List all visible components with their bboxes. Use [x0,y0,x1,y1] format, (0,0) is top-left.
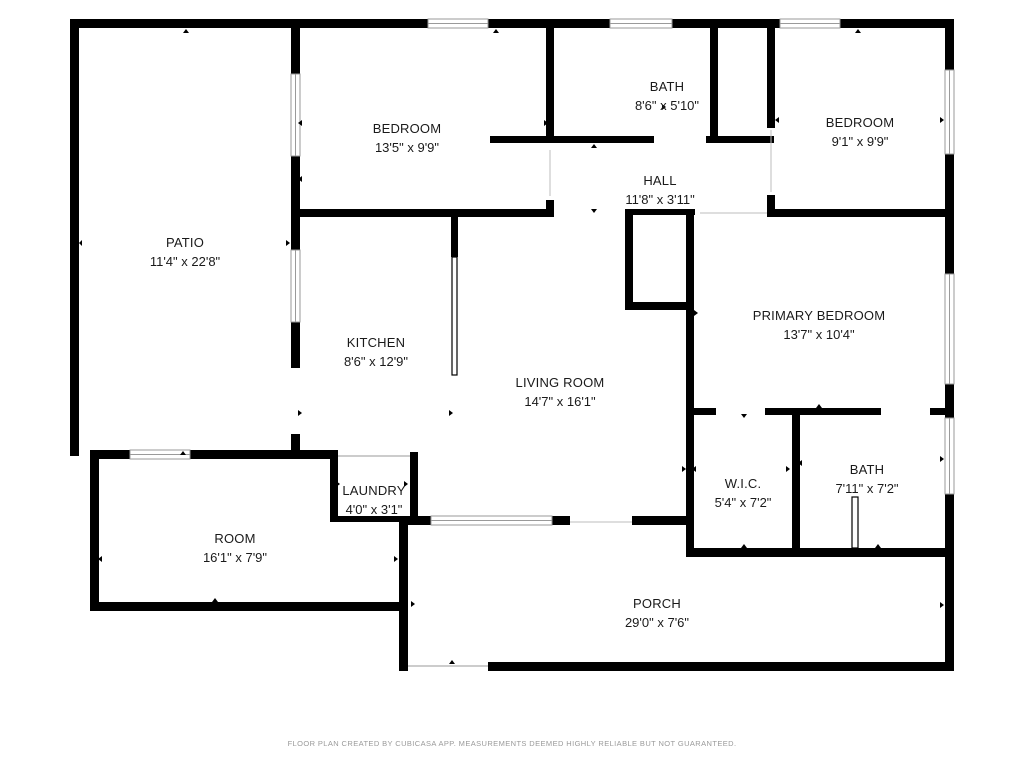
room-wic: W.I.C. 5'4" x 7'2" [715,476,772,510]
wall-room-bottom [90,602,408,611]
room-living-room: LIVING ROOM 14'7" x 16'1" [516,375,605,409]
room-porch-name: PORCH [633,596,681,611]
room-bath-2-dim: 7'11" x 7'2" [835,481,898,496]
room-wic-dim: 5'4" x 7'2" [715,495,772,510]
wall-room-top-a [90,450,130,459]
room-living-room-name: LIVING ROOM [516,375,605,390]
wall-left [70,19,79,456]
wall-laundry-top-left [330,452,338,522]
room-bedroom-2-name: BEDROOM [826,115,895,130]
wall-bath1-bottom-left [490,136,654,143]
windows [129,18,955,667]
room-bedroom-2-dim: 9'1" x 9'9" [832,134,889,149]
wall-bedroom2-left [767,28,775,128]
wall-bedroom1-right [546,28,554,142]
wall-porch-bottom [488,662,954,671]
wall-laundry-right [410,452,418,522]
room-hall: HALL 11'8" x 3'11" [625,173,695,207]
wall-bath1-right [710,28,718,143]
room-hall-name: HALL [643,173,676,188]
ticks [79,29,944,664]
room-wic-name: W.I.C. [725,476,762,491]
wall-primary-bottom-b [765,408,881,415]
room-primary-bedroom: PRIMARY BEDROOM 13'7" x 10'4" [753,308,886,342]
wall-primary-bottom-a [686,408,716,415]
room-kitchen-name: KITCHEN [347,335,405,350]
wall-bedroom2-bottom [767,209,954,217]
room-room-dim: 16'1" x 7'9" [203,550,267,565]
room-hall-dim: 11'8" x 3'11" [625,192,695,207]
wall-primary-bottom-c [930,408,954,415]
wall-laundry-bottom [330,516,418,522]
wall-room-top-b [190,450,338,459]
wall-wic-bath-bottom [686,548,954,557]
wall-bedroom1-bottom [291,209,553,217]
walls [70,19,954,671]
footer-disclaimer: FLOOR PLAN CREATED BY CUBICASA APP. MEAS… [288,739,737,748]
bath2-fixture [851,496,859,549]
room-bath-1: BATH 8'6" x 5'10" [635,79,699,113]
wall-closet-top [625,209,695,215]
room-bedroom-1: BEDROOM 13'5" x 9'9" [373,121,442,155]
room-laundry-dim: 4'0" x 3'1" [346,502,403,517]
wall-kitchen-divider-thin [451,256,458,376]
wall-wic-right [792,408,800,557]
room-primary-bedroom-dim: 13'7" x 10'4" [783,327,855,342]
room-bath-2-name: BATH [850,462,885,477]
room-room: ROOM 16'1" x 7'9" [203,531,267,565]
room-bedroom-1-dim: 13'5" x 9'9" [375,140,439,155]
wall-bedroom2-left-lower [767,195,775,217]
room-patio-name: PATIO [166,235,204,250]
room-room-name: ROOM [214,531,255,546]
room-laundry-name: LAUNDRY [342,483,405,498]
room-kitchen-dim: 8'6" x 12'9" [344,354,408,369]
wall-living-bottom-right [632,516,694,525]
door-markers [549,130,772,523]
room-bedroom-1-name: BEDROOM [373,121,442,136]
wall-bath1-bottom-right [706,136,774,143]
wall-room-left [90,450,99,611]
room-primary-bedroom-name: PRIMARY BEDROOM [753,308,886,323]
wall-kitchen-divider [451,215,458,257]
room-bath-1-name: BATH [650,79,685,94]
wall-closet-left [625,209,633,309]
room-laundry: LAUNDRY 4'0" x 3'1" [342,483,405,517]
room-porch-dim: 29'0" x 7'6" [625,615,689,630]
room-bath-2: BATH 7'11" x 7'2" [835,462,898,496]
room-bath-1-dim: 8'6" x 5'10" [635,98,699,113]
wall-kitchen-left-lower [291,434,300,456]
room-bedroom-2: BEDROOM 9'1" x 9'9" [826,115,895,149]
wall-bedroom1-right-lower [546,200,554,217]
room-living-room-dim: 14'7" x 16'1" [524,394,596,409]
wall-porch-left [399,516,408,671]
room-patio: PATIO 11'4" x 22'8" [150,235,221,269]
wall-porch-right [945,548,954,671]
room-patio-dim: 11'4" x 22'8" [150,254,221,269]
wall-closet-bottom [625,302,693,310]
wall-living-bottom-mid [552,516,570,525]
room-kitchen: KITCHEN 8'6" x 12'9" [344,335,408,369]
wall-primary-left [686,213,694,557]
wall-top [70,19,954,28]
room-porch: PORCH 29'0" x 7'6" [625,596,689,630]
room-labels: PATIO 11'4" x 22'8" BEDROOM 13'5" x 9'9"… [150,79,899,630]
